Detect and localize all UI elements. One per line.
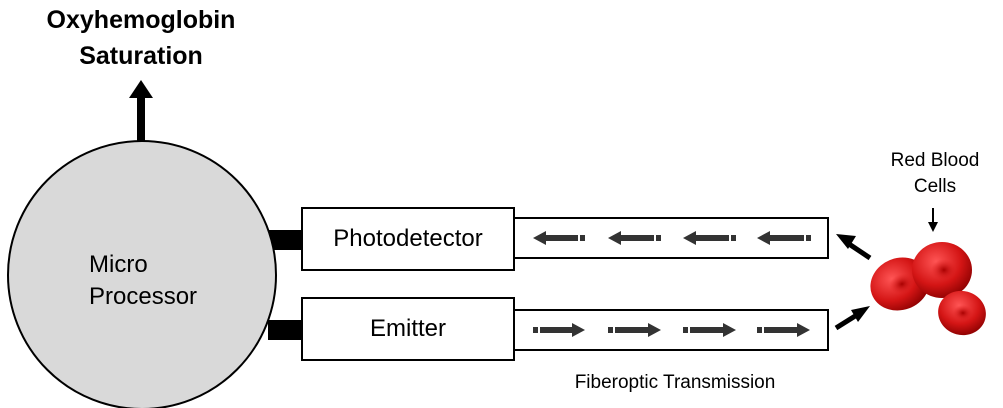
emitted-signal-arrows [533,323,810,337]
red-blood-cells-icon [870,242,986,336]
output-label-line1: Oxyhemoglobin [46,6,236,34]
emitter-label: Emitter [369,315,446,342]
cells-pointer-arrow [928,208,938,232]
processor-label-line2: Processor [89,283,198,310]
microprocessor-circle [7,140,277,408]
left-arrow-icon [683,231,736,245]
right-arrow-icon [533,323,585,337]
left-arrow-icon [533,231,585,245]
cells-label-line2: Cells [913,176,957,197]
red-blood-cell [912,242,972,298]
cells-to-detector-arrow [836,234,872,261]
photodetector-connector [268,230,302,250]
fiber-label: Fiberoptic Transmission [574,372,776,393]
photodetector-label: Photodetector [333,225,483,252]
output-arrow [129,80,153,145]
emitter-to-cells-arrow [834,306,870,331]
emitter-connector [268,320,302,340]
right-arrow-icon [683,323,736,337]
right-arrow-icon [757,323,810,337]
emitter-box [301,297,515,361]
cells-label-line1: Red Blood [890,150,980,171]
left-arrow-icon [757,231,811,245]
output-label-line2: Saturation [79,42,203,70]
left-arrow-icon [608,231,661,245]
right-arrow-icon [608,323,661,337]
red-blood-cell [938,290,986,336]
processor-label-line1: Micro [89,251,148,278]
return-signal-arrows [533,231,811,245]
photodetector-box [301,207,515,271]
